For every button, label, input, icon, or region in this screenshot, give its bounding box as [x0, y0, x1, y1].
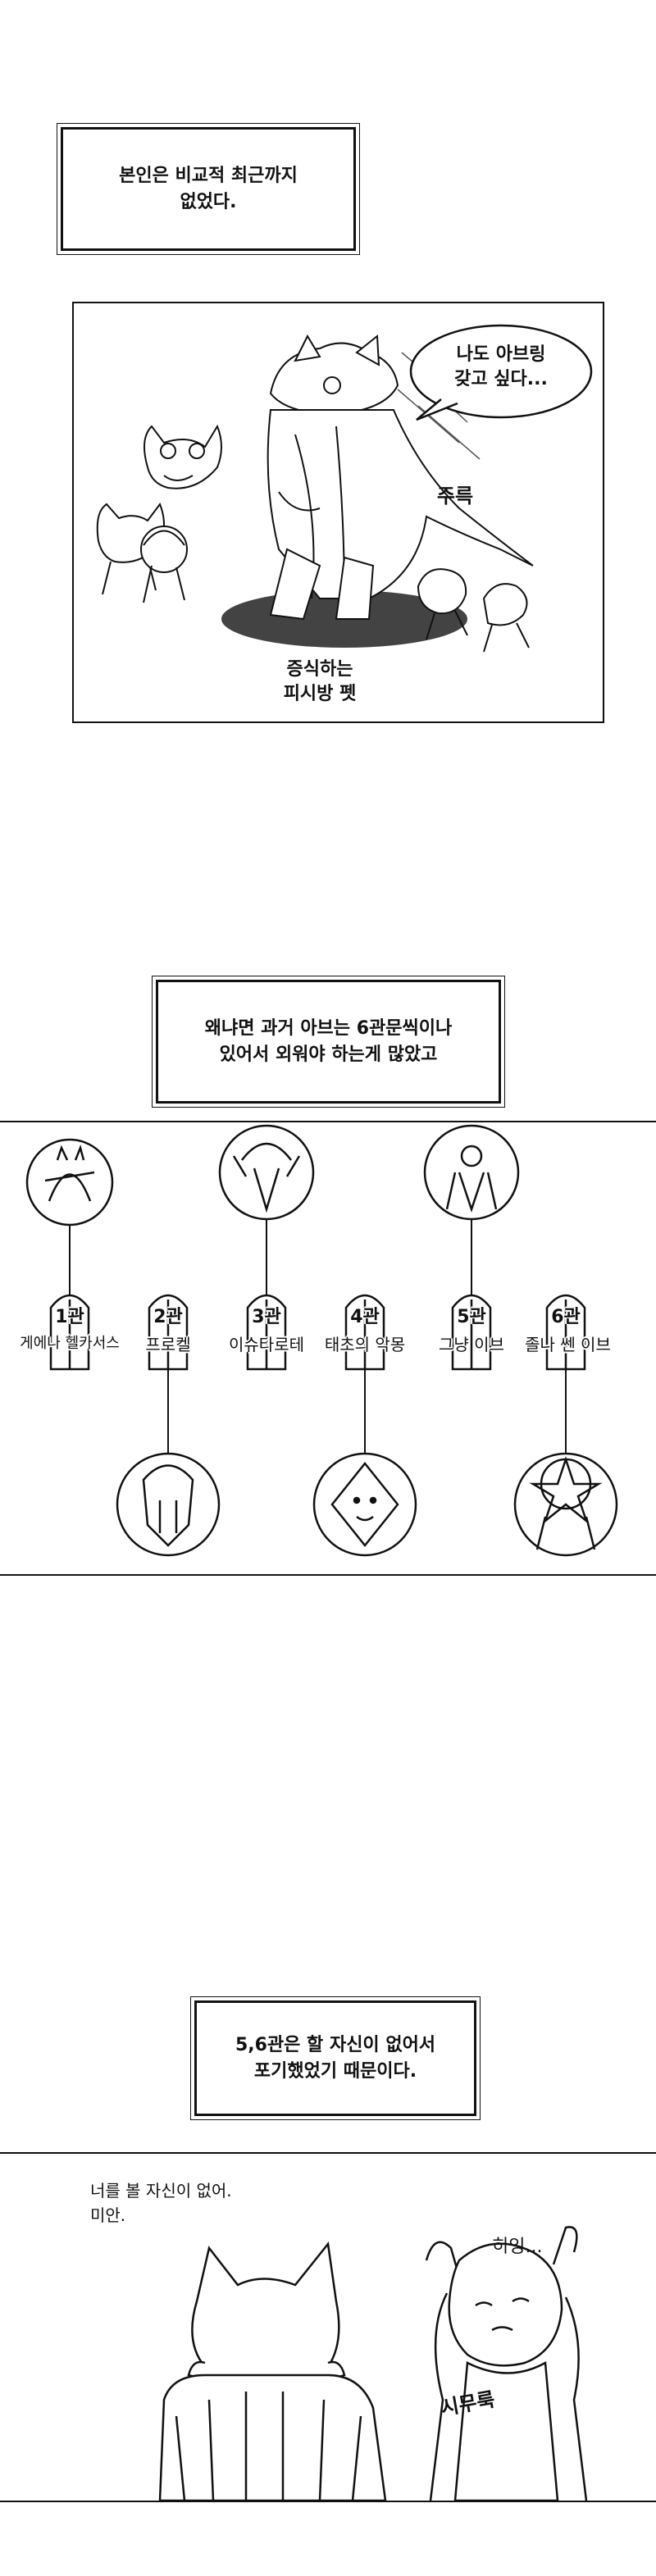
panel-pc-room: 나도 아브링 갖고 싶다... 주륵 증식하는 피시방 펫	[72, 302, 604, 723]
boss-circle-6	[513, 1452, 618, 1557]
caption-intro: 본인은 비교적 최근까지 없었다.	[57, 123, 360, 255]
speech-bubble-shape	[409, 324, 593, 421]
divider-final-bottom	[0, 2501, 656, 2502]
stage-3-label: 3관	[252, 1307, 281, 1327]
speech-bubble: 나도 아브링 갖고 싶다...	[408, 321, 594, 421]
panel-farewell: 너를 볼 자신이 없어. 미안. 히잉... 시무룩	[0, 2154, 656, 2501]
stage-diagram: 1관 2관 3관 4관 5관 6관 게에나 헬카서스 프로켈 이슈타로테 태초의…	[0, 1123, 656, 1574]
speech-right: 히잉...	[492, 2237, 543, 2257]
pet-glasses	[144, 424, 222, 489]
doors	[49, 1294, 586, 1371]
caption-reason: 왜냐면 과거 아브는 6관문씩이나 있어서 외워야 하는게 많았고	[152, 976, 505, 1108]
pet-headphones	[140, 526, 188, 603]
hat-emblem	[323, 376, 341, 394]
boss-circle-5	[423, 1124, 520, 1221]
panel-farewell-art	[158, 2226, 588, 2501]
stage-1-name: 게에나 헬카서스	[20, 1335, 120, 1352]
divider-bottom	[0, 1574, 656, 1576]
boss-circle-4	[312, 1452, 417, 1557]
character-cape	[266, 409, 534, 599]
stage-2-label: 2관	[153, 1307, 183, 1327]
stage-6-label: 6관	[551, 1307, 581, 1327]
stage-2-name: 프로켈	[145, 1335, 191, 1354]
stage-4-label: 4관	[350, 1307, 380, 1327]
divider-top	[0, 1121, 656, 1122]
caption-giveup: 5,6관은 할 자신이 없어서 포기했었기 때문이다.	[190, 1996, 481, 2120]
right-character	[425, 2226, 588, 2501]
stage-3-name: 이슈타로테	[229, 1335, 304, 1354]
pet-right	[417, 568, 530, 653]
character-legs	[269, 548, 321, 621]
divider-final-top	[0, 2152, 656, 2154]
speech-left: 너를 볼 자신이 없어. 미안.	[90, 2181, 232, 2225]
left-character	[158, 2241, 387, 2501]
stage-6-name: 졸나 쎈 이브	[525, 1335, 611, 1354]
boss-circle-1	[25, 1138, 114, 1227]
speech-bubble-text: 나도 아브링 갖고 싶다...	[454, 344, 548, 389]
stage-4-name: 태초의 악몽	[324, 1335, 406, 1354]
sfx-pet-label: 증식하는 피시방 펫	[283, 659, 357, 704]
stage-5-label: 5관	[457, 1307, 486, 1327]
sfx-drip: 주륵	[436, 485, 474, 507]
stage-1-label: 1관	[55, 1307, 84, 1327]
boss-circle-2	[116, 1452, 221, 1557]
boss-circle-3	[218, 1124, 315, 1221]
stage-diagram-art	[25, 1124, 618, 1557]
panel-pc-room-art	[96, 334, 534, 653]
stage-5-name: 그냥 이브	[439, 1335, 504, 1354]
